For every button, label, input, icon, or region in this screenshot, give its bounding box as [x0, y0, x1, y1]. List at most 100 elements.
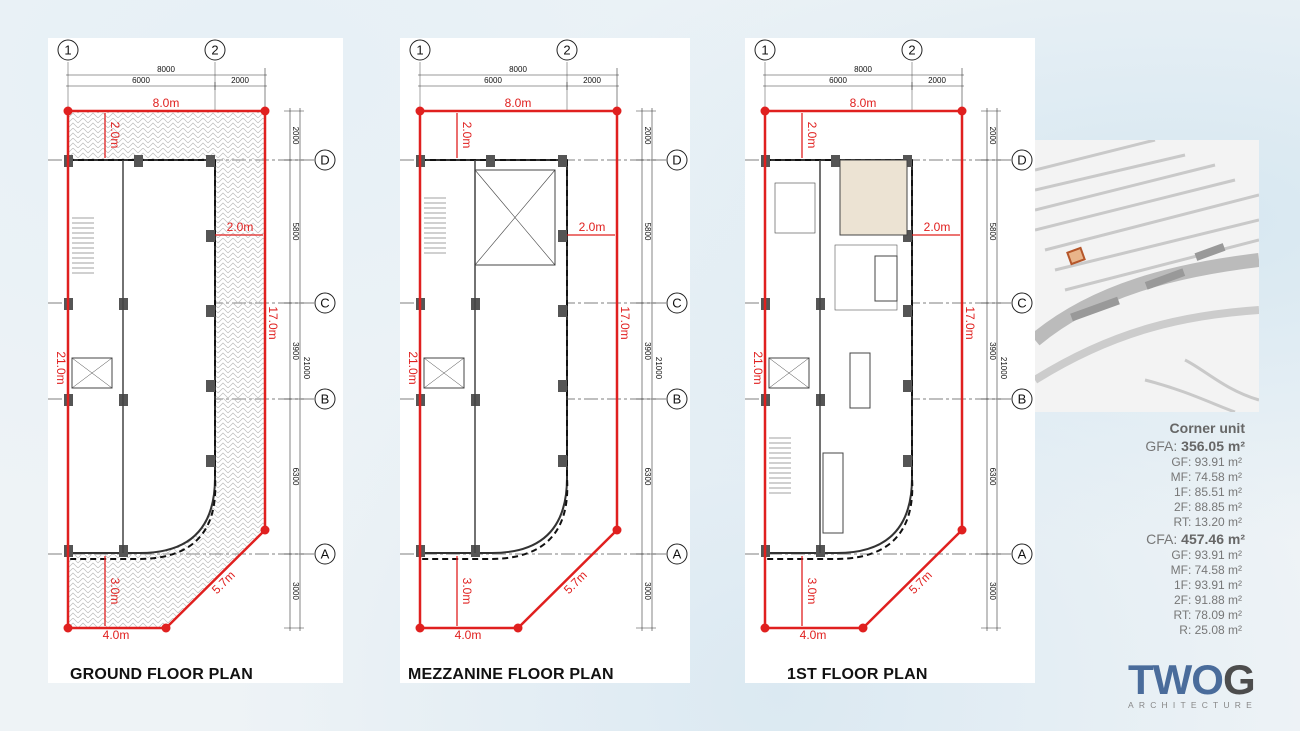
setback-left-length-label: 21.0m	[54, 351, 68, 384]
dimension-text: 3000	[988, 582, 997, 600]
setback-left-length-label: 21.0m	[406, 351, 420, 384]
grid-bubble	[901, 39, 923, 61]
column	[558, 380, 567, 392]
setback-arrows	[104, 113, 263, 626]
setback-width-label: 8.0m	[505, 96, 532, 110]
dimension-text: 2000	[291, 127, 300, 145]
site-map-drawing	[1035, 140, 1259, 412]
plan-title: 1ST FLOOR PLAN	[787, 666, 928, 683]
dimension-text: 5800	[643, 223, 652, 241]
grid-bubble	[1011, 388, 1033, 410]
setback-corner	[63, 623, 73, 633]
grid-bubble	[314, 149, 336, 171]
grid-label: C	[672, 295, 681, 310]
dimension-text: 2000	[583, 76, 601, 85]
grid-label: D	[320, 152, 329, 167]
setback-front-label: 2.0m	[460, 122, 474, 149]
dimension-text: 6000	[484, 76, 502, 85]
setback-front-label: 2.0m	[108, 122, 122, 149]
setback-corner	[260, 106, 270, 116]
setback-corner	[957, 525, 967, 535]
setback-side-label: 2.0m	[924, 220, 951, 234]
column	[206, 305, 215, 317]
setback-corner	[415, 623, 425, 633]
column	[558, 155, 567, 167]
setback-boundary	[66, 109, 267, 630]
dimension-text: 21000	[999, 357, 1008, 380]
setback-width-label: 8.0m	[850, 96, 877, 110]
building-outline	[419, 159, 568, 554]
dimension-text: 3900	[291, 342, 300, 360]
twog-logo: TWOG ARCHITECTURE	[1128, 659, 1268, 711]
grid-label: D	[672, 152, 681, 167]
grid-bubble	[1011, 292, 1033, 314]
dimension-text: 8000	[157, 65, 175, 74]
dimension-text: 3000	[291, 582, 300, 600]
dimension-text: 2000	[643, 127, 652, 145]
grid-bubble	[666, 149, 688, 171]
setback-front-label: 2.0m	[805, 122, 819, 149]
setback-rear-width-label: 4.0m	[800, 628, 827, 642]
grid-label: D	[1017, 152, 1026, 167]
dimension-text: 6300	[643, 468, 652, 486]
cfa-label: CFA:	[1146, 531, 1178, 547]
dimension-text: 3000	[643, 582, 652, 600]
dimension-lines	[763, 68, 964, 111]
dimension-text: 2000	[928, 76, 946, 85]
setback-boundary	[418, 109, 619, 630]
grid-bubble	[57, 39, 79, 61]
column	[903, 305, 912, 317]
cfa-item: GF: 93.91 m²	[1171, 548, 1242, 562]
column	[206, 455, 215, 467]
setback-width-label: 8.0m	[153, 96, 180, 110]
gfa-item: 2F: 88.85 m²	[1173, 500, 1242, 514]
gfa-total: GFA: 356.05 m²	[1145, 437, 1245, 455]
grid-label: B	[673, 391, 682, 406]
column	[134, 155, 143, 167]
dimension-text: 21000	[302, 357, 311, 380]
grid-label: A	[321, 546, 330, 561]
setback-arrows	[801, 113, 960, 626]
kitchen-counter	[822, 452, 844, 534]
grid-bubble	[754, 39, 776, 61]
grid-label: 2	[563, 42, 570, 57]
column	[486, 155, 495, 167]
cfa-item: 1F: 93.91 m²	[1173, 578, 1242, 592]
grid-label: 1	[761, 42, 768, 57]
setback-corner	[612, 106, 622, 116]
dimension-text: 5800	[988, 223, 997, 241]
dimension-text: 6300	[291, 468, 300, 486]
cfa-item: RT: 78.09 m²	[1173, 608, 1242, 622]
gfa-item: GF: 93.91 m²	[1171, 455, 1242, 469]
study-desk	[774, 182, 816, 234]
dimension-text: 21000	[654, 357, 663, 380]
setback-corner	[760, 623, 770, 633]
setback-chamfer-label: 5.7m	[561, 568, 590, 597]
grid-bubble	[409, 39, 431, 61]
site-marker	[1066, 246, 1086, 266]
setback-left-length-label: 21.0m	[751, 351, 765, 384]
column	[558, 230, 567, 242]
setback-corner	[858, 623, 868, 633]
grid-bubble	[556, 39, 578, 61]
dimension-text: 6000	[829, 76, 847, 85]
cfa-value: 457.46 m²	[1181, 531, 1245, 547]
dimension-text: 3900	[988, 342, 997, 360]
setback-rear-label: 3.0m	[108, 578, 122, 605]
plan-title: GROUND FLOOR PLAN	[70, 666, 253, 683]
site-location-map	[1035, 140, 1259, 412]
grid-bubble	[1011, 543, 1033, 565]
gfa-item: 1F: 85.51 m²	[1173, 485, 1242, 499]
dining-table	[849, 352, 871, 409]
logo-subtitle: ARCHITECTURE	[1128, 700, 1257, 710]
staircase	[424, 197, 446, 254]
setback-rear-width-label: 4.0m	[455, 628, 482, 642]
setback-side-label: 2.0m	[227, 220, 254, 234]
column	[903, 455, 912, 467]
grid-label: A	[1018, 546, 1027, 561]
grid-bubble	[314, 388, 336, 410]
setback-right-length-label: 17.0m	[266, 306, 280, 339]
grid-bubble	[314, 292, 336, 314]
